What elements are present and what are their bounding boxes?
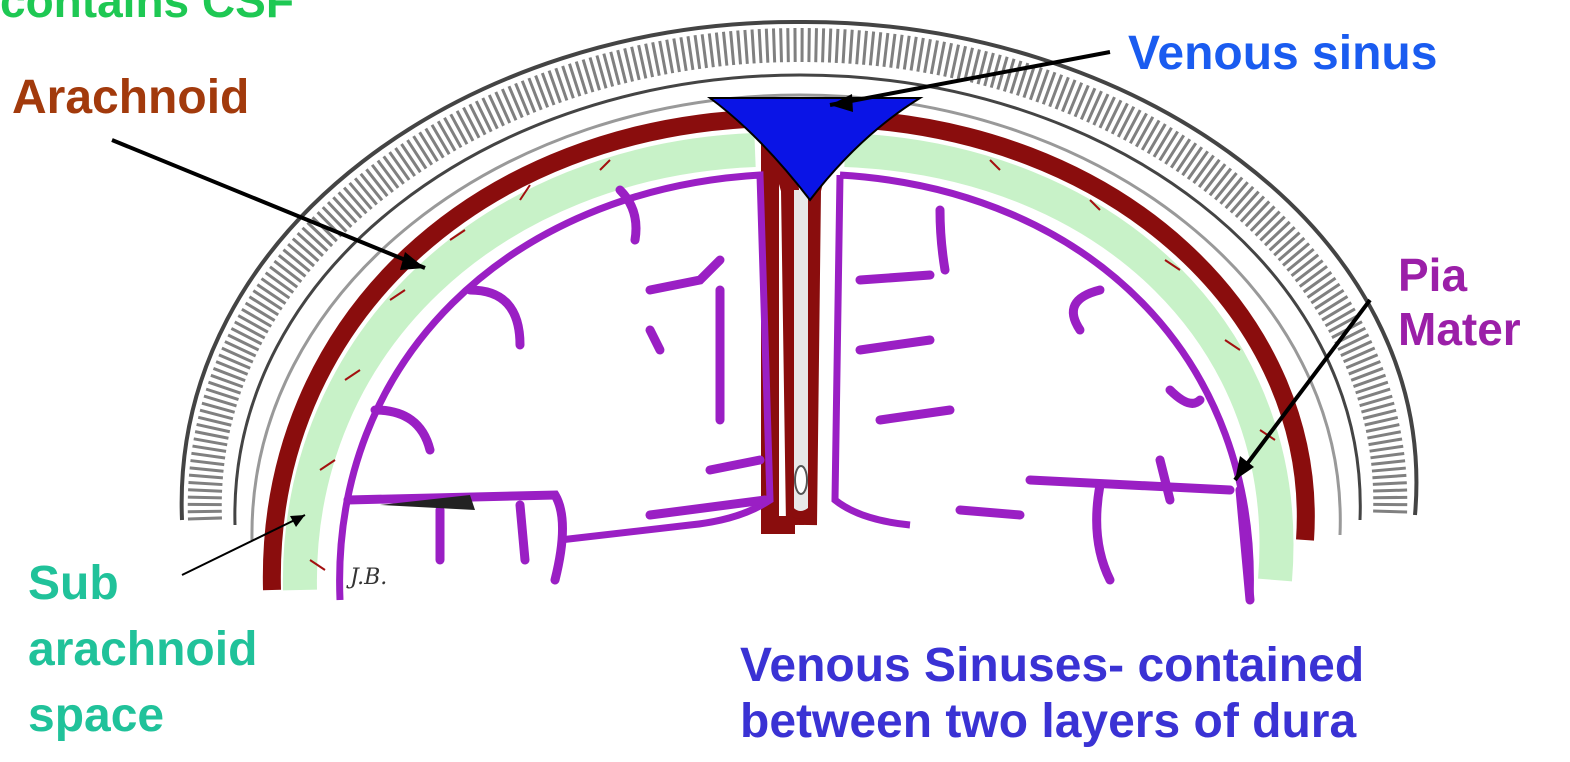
label-pia-line2: Mater: [1398, 302, 1568, 356]
artist-initials: J.B.: [350, 565, 387, 590]
label-sub-line1: Sub: [28, 551, 348, 617]
pia-mater-right: [835, 175, 1250, 600]
label-sub-line2: arachnoid: [28, 617, 348, 683]
caption: Venous Sinuses- contained between two la…: [740, 638, 1560, 750]
label-subarachnoid-space: Sub arachnoid space: [28, 551, 348, 749]
pia-mater-left: [340, 175, 770, 600]
label-csf-cut: contains CSF: [0, 0, 294, 24]
label-arachnoid: Arachnoid: [12, 74, 249, 122]
label-pia-mater: Pia Mater: [1398, 248, 1568, 356]
caption-line2: between two layers of dura: [740, 694, 1560, 750]
label-pia-line1: Pia: [1398, 248, 1568, 302]
arrow-arachnoid: [112, 140, 425, 268]
label-venous-sinus: Venous sinus: [1128, 30, 1437, 78]
label-sub-line3: space: [28, 683, 348, 749]
caption-line1: Venous Sinuses- contained: [740, 638, 1560, 694]
